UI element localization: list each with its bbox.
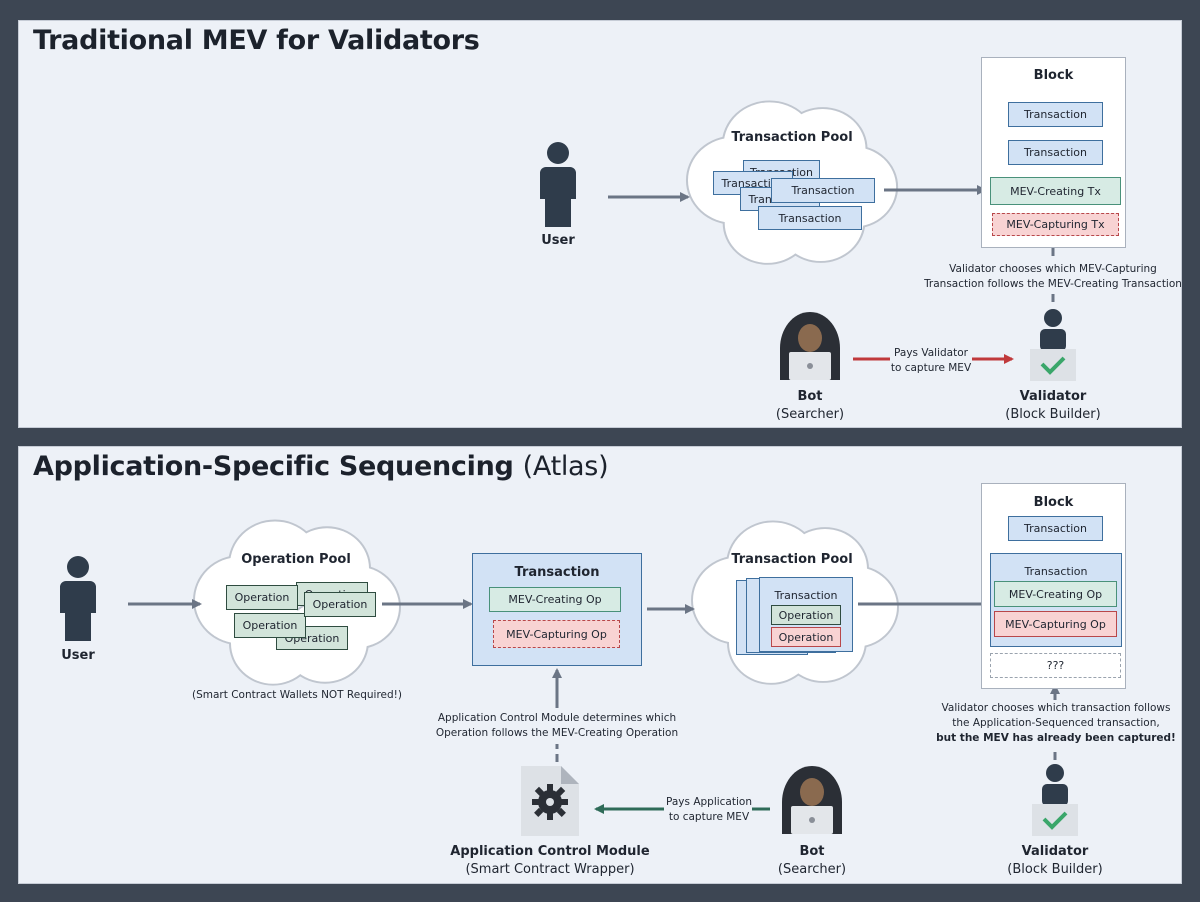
transaction-pool-title: Transaction Pool xyxy=(731,552,853,567)
bot-hacker-icon xyxy=(782,766,842,834)
pool-operation: Operation xyxy=(226,585,298,610)
mev-capturing-op: MEV-Capturing Op xyxy=(493,620,620,648)
pay-label-line: Pays Validator xyxy=(894,347,968,359)
user-icon xyxy=(60,556,96,641)
mev-creating-tx: MEV-Creating Tx xyxy=(990,177,1121,205)
validator-caption: Validator (Block Builder) xyxy=(995,843,1115,879)
bot-hacker-icon xyxy=(780,312,840,380)
pay-label-line: to capture MEV xyxy=(890,362,972,374)
validator-note-line: Validator chooses which transaction foll… xyxy=(941,702,1171,714)
mev-creating-op: MEV-Creating Op xyxy=(489,587,621,612)
pool-transaction: Transaction xyxy=(771,178,875,203)
acm-note-line: Application Control Module determines wh… xyxy=(437,712,677,724)
validator-icon xyxy=(1032,764,1078,836)
sequenced-transaction-title: Transaction xyxy=(1024,564,1088,578)
validator-icon xyxy=(1030,309,1076,381)
bot-caption: Bot (Searcher) xyxy=(762,843,862,879)
title-bold: Application-Specific Sequencing xyxy=(33,451,514,482)
block-transaction: Transaction xyxy=(1008,102,1103,127)
document-gear-icon xyxy=(521,766,579,836)
pool-transaction: Transaction xyxy=(758,206,862,230)
block-title: Block xyxy=(1033,495,1074,510)
panel-title: Traditional MEV for Validators xyxy=(33,25,480,56)
pool-operation-red: Operation xyxy=(771,627,841,647)
bot-title: Bot xyxy=(797,389,823,404)
pay-application-label: Pays Application to capture MEV xyxy=(660,795,758,825)
validator-note-line: Transaction follows the MEV-Creating Tra… xyxy=(924,278,1182,290)
user-label: User xyxy=(61,648,95,663)
acm-title: Application Control Module xyxy=(450,844,650,859)
block-title: Block xyxy=(1033,68,1074,83)
validator-note-line: the Application-Sequenced transaction, xyxy=(952,717,1160,729)
validator-note: Validator chooses which transaction foll… xyxy=(920,701,1192,746)
bot-subtitle: (Searcher) xyxy=(777,862,847,877)
validator-note-line: Validator chooses which MEV-Capturing xyxy=(949,263,1157,275)
validator-note-line: but the MEV has already been captured! xyxy=(936,732,1176,744)
pay-validator-label: Pays Validator to capture MEV xyxy=(882,346,980,376)
transaction-title: Transaction xyxy=(514,565,600,580)
pool-operation: Operation xyxy=(771,605,841,625)
block-transaction: Transaction xyxy=(1008,140,1103,165)
unknown-transaction: ??? xyxy=(990,653,1121,678)
validator-subtitle: (Block Builder) xyxy=(1007,862,1103,877)
bot-title: Bot xyxy=(799,844,825,859)
operation-pool-title: Operation Pool xyxy=(241,552,351,567)
mev-capturing-tx: MEV-Capturing Tx xyxy=(992,213,1119,236)
user-icon xyxy=(540,142,576,227)
validator-caption: Validator (Block Builder) xyxy=(993,388,1113,424)
bot-caption: Bot (Searcher) xyxy=(760,388,860,424)
validator-subtitle: (Block Builder) xyxy=(1005,407,1101,422)
transaction-pool-title: Transaction Pool xyxy=(731,130,853,145)
acm-note-line: Operation follows the MEV-Creating Opera… xyxy=(435,727,679,739)
mev-capturing-op: MEV-Capturing Op xyxy=(994,611,1117,637)
validator-title: Validator xyxy=(1021,844,1089,859)
acm-subtitle: (Smart Contract Wrapper) xyxy=(465,862,635,877)
title-light: (Atlas) xyxy=(522,451,609,482)
bot-subtitle: (Searcher) xyxy=(775,407,845,422)
op-pool-note: (Smart Contract Wallets NOT Required!) xyxy=(192,689,402,701)
pool-card-title: Transaction xyxy=(774,588,838,602)
acm-note: Application Control Module determines wh… xyxy=(416,711,698,741)
mev-creating-op: MEV-Creating Op xyxy=(994,581,1117,607)
pay-label-line: Pays Application xyxy=(666,796,752,808)
validator-title: Validator xyxy=(1019,389,1087,404)
block-transaction: Transaction xyxy=(1008,516,1103,541)
validator-note: Validator chooses which MEV-Capturing Tr… xyxy=(918,262,1188,292)
acm-caption: Application Control Module (Smart Contra… xyxy=(440,843,660,879)
user-label: User xyxy=(541,233,575,248)
panel-title: Application-Specific Sequencing (Atlas) xyxy=(33,451,609,482)
pool-operation: Operation xyxy=(304,592,376,617)
pay-label-line: to capture MEV xyxy=(668,811,750,823)
pool-operation: Operation xyxy=(234,613,306,638)
